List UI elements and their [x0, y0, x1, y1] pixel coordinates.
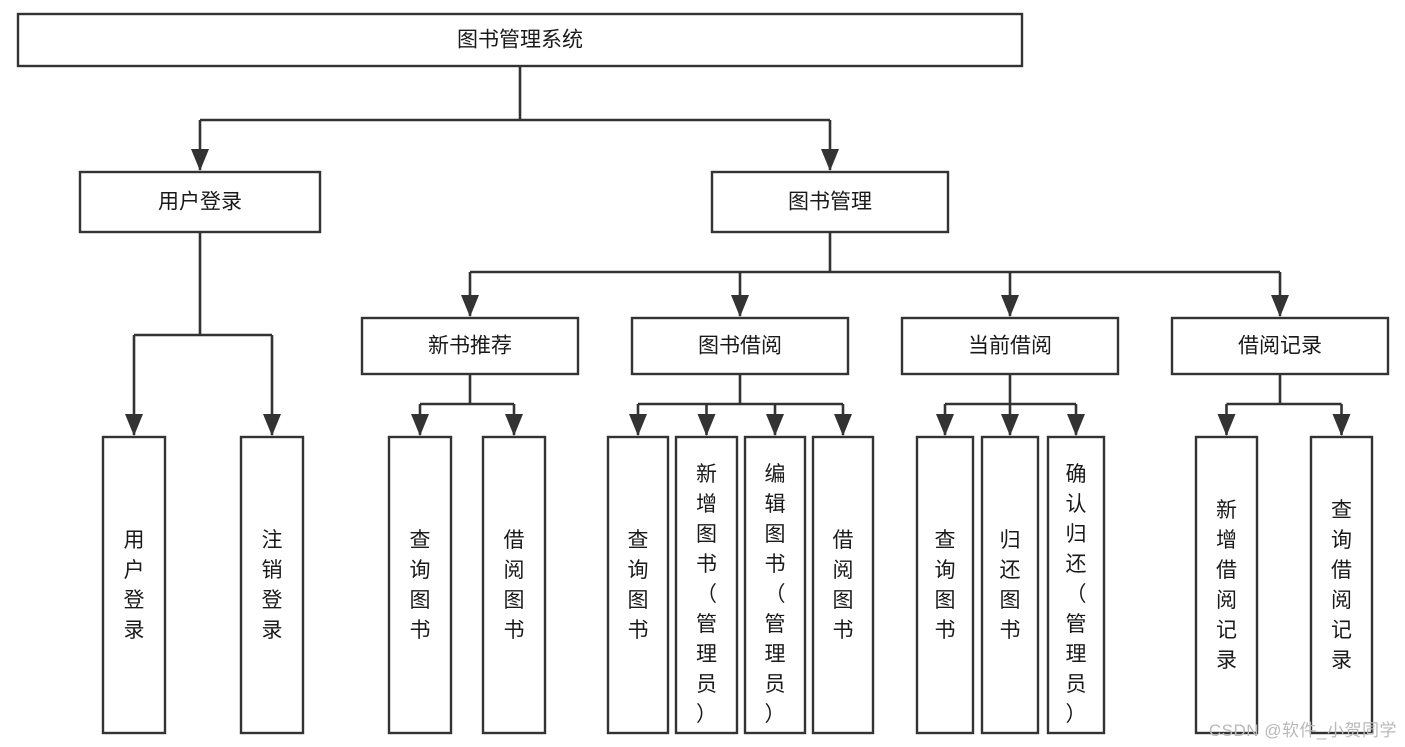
node-box — [980, 435, 1040, 735]
node-box — [239, 435, 305, 735]
arrow-head-icon — [834, 414, 852, 436]
arrow-head-icon — [461, 295, 479, 317]
node-label: 编辑图书（管理员） — [765, 463, 786, 726]
node-layer: 图书管理系统用户登录图书管理新书推荐图书借阅当前借阅借阅记录用户登录注销登录查询… — [16, 12, 1390, 735]
node-label: 查询图书 — [935, 529, 956, 642]
node-label: 新增图书（管理员） — [696, 463, 717, 726]
node-label: 注销登录 — [262, 529, 283, 642]
node-label: 用户登录 — [158, 191, 242, 214]
node-book-manage[interactable]: 图书管理 — [710, 170, 950, 234]
arrow-head-icon — [1001, 414, 1019, 436]
node-user-login[interactable]: 用户登录 — [78, 170, 322, 234]
connector-layer — [125, 66, 1351, 436]
node-borrow-record[interactable]: 借阅记录 — [1170, 316, 1390, 376]
node-box — [710, 170, 950, 234]
node-box — [743, 435, 807, 735]
node-leaf-user-login[interactable]: 用户登录 — [101, 435, 167, 735]
arrow-head-icon — [125, 414, 143, 436]
node-root[interactable]: 图书管理系统 — [16, 12, 1024, 68]
node-box — [1046, 435, 1106, 735]
node-label: 图书管理系统 — [457, 29, 583, 52]
node-label: 新增借阅记录 — [1216, 499, 1237, 672]
arrow-head-icon — [1332, 414, 1351, 436]
arrow-head-icon — [191, 149, 209, 171]
node-new-book-rec[interactable]: 新书推荐 — [360, 316, 580, 376]
arrow-head-icon — [731, 295, 749, 317]
node-leaf-query-book-borrow[interactable]: 查询图书 — [606, 435, 670, 735]
node-leaf-confirm-return[interactable]: 确认归还（管理员） — [1046, 435, 1106, 735]
node-box — [360, 316, 580, 376]
node-label: 借阅记录 — [1238, 335, 1322, 358]
node-label: 新书推荐 — [428, 335, 512, 358]
node-leaf-return-book[interactable]: 归还图书 — [980, 435, 1040, 735]
node-leaf-add-borrow-record[interactable]: 新增借阅记录 — [1194, 435, 1259, 735]
node-label: 借阅图书 — [833, 529, 854, 642]
node-label: 确认归还（管理员） — [1066, 463, 1087, 726]
node-leaf-logout[interactable]: 注销登录 — [239, 435, 305, 735]
node-box — [900, 316, 1120, 376]
node-leaf-borrow-book-rec[interactable]: 借阅图书 — [481, 435, 547, 735]
node-box — [915, 435, 975, 735]
node-leaf-add-book[interactable]: 新增图书（管理员） — [674, 435, 739, 735]
node-book-borrow[interactable]: 图书借阅 — [630, 316, 850, 376]
arrow-head-icon — [1271, 295, 1289, 317]
arrow-head-icon — [697, 414, 716, 436]
arrow-head-icon — [821, 149, 839, 171]
arrow-head-icon — [263, 414, 281, 436]
node-label: 用户登录 — [124, 529, 145, 642]
node-box — [16, 12, 1024, 68]
node-box — [630, 316, 850, 376]
arrow-head-icon — [936, 414, 954, 436]
node-leaf-query-borrow-record[interactable]: 查询借阅记录 — [1309, 435, 1374, 735]
arrow-head-icon — [505, 414, 523, 436]
arrow-head-icon — [1217, 414, 1236, 436]
watermark-label: CSDN @软件_小贺同学 — [1208, 721, 1397, 740]
node-box — [1170, 316, 1390, 376]
node-current-borrow[interactable]: 当前借阅 — [900, 316, 1120, 376]
node-label: 图书管理 — [788, 191, 872, 214]
node-box — [78, 170, 322, 234]
node-leaf-borrow-book[interactable]: 借阅图书 — [811, 435, 875, 735]
node-leaf-query-book-rec[interactable]: 查询图书 — [387, 435, 453, 735]
arrow-head-icon — [1001, 295, 1019, 317]
arrow-head-icon — [766, 414, 784, 436]
node-leaf-query-book-cur[interactable]: 查询图书 — [915, 435, 975, 735]
node-leaf-edit-book[interactable]: 编辑图书（管理员） — [743, 435, 807, 735]
node-box — [101, 435, 167, 735]
arrow-head-icon — [1067, 414, 1085, 436]
node-box — [811, 435, 875, 735]
node-box — [606, 435, 670, 735]
node-label: 归还图书 — [1000, 529, 1021, 642]
node-label: 当前借阅 — [968, 335, 1052, 358]
arrow-head-icon — [629, 414, 647, 436]
node-box — [1309, 435, 1374, 735]
node-label: 查询借阅记录 — [1331, 499, 1352, 672]
node-box — [674, 435, 739, 735]
arrow-head-icon — [411, 414, 429, 436]
node-box — [481, 435, 547, 735]
node-label: 查询图书 — [628, 529, 649, 642]
node-box — [387, 435, 453, 735]
node-label: 查询图书 — [410, 529, 431, 642]
node-label: 借阅图书 — [504, 529, 525, 642]
node-box — [1194, 435, 1259, 735]
node-label: 图书借阅 — [698, 335, 782, 358]
